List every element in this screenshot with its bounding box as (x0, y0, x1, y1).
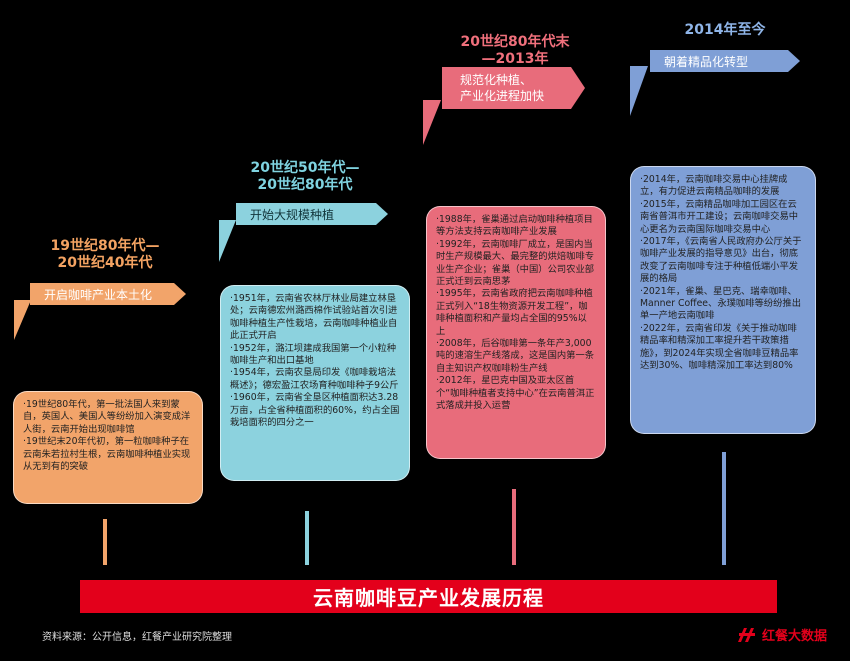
stage2-pointer (219, 220, 236, 262)
stage2-item-1: ·1951年，云南省农林厅林业局建立林垦处；云南德宏州潞西棉作试验站首次引进咖啡… (230, 293, 398, 342)
stage4-period: 2014年至今 (660, 22, 790, 39)
stage3-pointer (423, 100, 441, 145)
stage2-item-3: ·1954年，云南农垦局印发《咖啡栽培法概述》；德宏盈江农场育种咖啡种子9公斤 (230, 367, 399, 391)
stage3-item-2: ·1992年，云南咖啡厂成立，是国内当时生产规模最大、最完整的烘焙咖啡专业生产企… (436, 238, 595, 288)
stage1-item-1: ·19世纪80年代，第一批法国人来到蒙自，英国人、美国人等纷纷加入演变成洋人街，… (23, 399, 191, 435)
stage4-item-1: ·2014年，云南咖啡交易中心挂牌成立，有力促进云南精品咖啡的发展 (640, 174, 788, 198)
stage4-item-4: ·2021年，雀巢、星巴克、瑞幸咖啡、Manner Coffee、永璞咖啡等纷纷… (640, 285, 801, 322)
stage4-card: ·2014年，云南咖啡交易中心挂牌成立，有力促进云南精品咖啡的发展 ·2015年… (630, 166, 816, 434)
stage4-arrow-label: 朝着精品化转型 (664, 54, 749, 69)
stage3-item-3: ·1995年，云南省政府把云南咖啡种植正式列入“18生物资源开发工程”，咖啡种植… (436, 288, 593, 337)
stage2-card: ·1951年，云南省农林厅林业局建立林垦处；云南德宏州潞西棉作试验站首次引进咖啡… (220, 285, 410, 481)
stage1-period: 19世纪80年代— 20世纪40年代 (40, 238, 170, 272)
brand-logo: 红餐大数据 (736, 625, 827, 644)
stage3-period-line2: —2013年 (481, 51, 549, 67)
timeline-title: 云南咖啡豆产业发展历程 (313, 586, 544, 610)
stage3-arrow-label-line1: 规范化种植、 (460, 73, 533, 87)
stage3-arrow-label-line2: 产业化进程加快 (460, 89, 545, 103)
logo-text: 红餐大数据 (762, 629, 828, 644)
logo-mark-icon (738, 627, 755, 642)
stage1-arrow-label: 开启咖啡产业本土化 (44, 287, 153, 302)
stage3-stem (512, 489, 516, 565)
stage4-arrow: 朝着精品化转型 (650, 50, 800, 72)
stage2-stem (305, 511, 309, 565)
stage3-arrow: 规范化种植、 产业化进程加快 (442, 67, 585, 109)
timeline-title-bar: 云南咖啡豆产业发展历程 (80, 580, 777, 613)
stage3-card: ·1988年，雀巢通过启动咖啡种植项目等方法支持云南咖啡产业发展 ·1992年，… (426, 206, 606, 459)
stage1-item-2: ·19世纪末20年代初，第一粒咖啡种子在云南朱若拉村生根，云南咖啡种植业实现从无… (23, 436, 191, 473)
stage3-item-4: ·2008年，后谷咖啡第一条年产3,000吨的速溶生产线落成，这是国内第一条自主… (436, 338, 595, 374)
stage4-item-5: ·2022年，云南省印发《关于推动咖啡精品率和精深加工率提升若干政策措施》，到2… (640, 322, 799, 372)
stage2-period-line2: 20世纪80年代 (257, 177, 353, 193)
stage3-item-5: ·2012年，星巴克中国及亚太区首个“咖啡种植者支持中心”在云南普洱正式落成并投… (436, 375, 595, 412)
stage3-period: 20世纪80年代末 —2013年 (450, 34, 580, 68)
stage1-card: ·19世纪80年代，第一批法国人来到蒙自，英国人、美国人等纷纷加入演变成洋人街，… (13, 391, 203, 504)
stage1-arrow: 开启咖啡产业本土化 (30, 283, 186, 305)
stage2-item-2: ·1952年，潞江坝建成我国第一个小粒种咖啡生产和出口基地 (230, 342, 397, 367)
stage3-item-1: ·1988年，雀巢通过启动咖啡种植项目等方法支持云南咖啡产业发展 (436, 214, 593, 238)
stage2-arrow-label: 开始大规模种植 (250, 207, 335, 222)
stage4-period-line1: 2014年至今 (684, 22, 766, 38)
stage1-pointer (14, 300, 31, 340)
stage4-item-2: ·2015年，云南精品咖啡加工园区在云南省普洱市开工建设；云南咖啡交易中心更名为… (640, 198, 799, 235)
stage4-pointer (630, 66, 648, 116)
stage1-period-line2: 20世纪40年代 (57, 255, 153, 271)
stage4-item-3: ·2017年，《云南省人民政府办公厅关于咖啡产业发展的指导意见》出台，彻底改变了… (640, 236, 802, 285)
stage2-item-4: ·1960年，云南省全垦区种植面积达3.28万亩，占全省种植面积的60%，约占全… (230, 392, 400, 429)
stage3-period-line1: 20世纪80年代末 (460, 34, 570, 50)
stage1-stem (103, 519, 107, 565)
source-note: 资料来源：公开信息，红餐产业研究院整理 (42, 632, 232, 643)
stage4-stem (722, 452, 726, 565)
stage2-period-line1: 20世纪50年代— (250, 160, 360, 176)
stage2-period: 20世纪50年代— 20世纪80年代 (240, 160, 370, 194)
stage1-period-line1: 19世纪80年代— (50, 238, 160, 254)
stage2-arrow: 开始大规模种植 (236, 203, 388, 225)
